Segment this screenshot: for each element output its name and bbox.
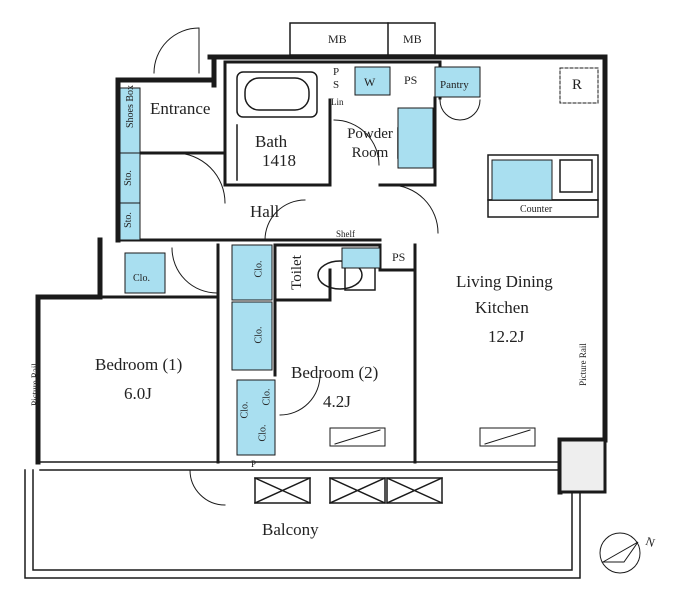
bedroom2-label: Bedroom (2) xyxy=(291,363,379,382)
living-label-2: Kitchen xyxy=(475,298,529,317)
balcony-label: Balcony xyxy=(262,520,319,539)
bath-tub xyxy=(236,71,318,181)
picture-rail-right-label: Picture Rail xyxy=(577,343,588,386)
clo-b-label: Clo. xyxy=(253,260,265,278)
inner-walls xyxy=(98,60,442,464)
entrance-label: Entrance xyxy=(150,99,211,118)
window-wall xyxy=(39,461,561,471)
w-label: W xyxy=(364,75,376,89)
powder-room-label: Powder Room xyxy=(347,126,393,161)
clo-e-label: Clo. xyxy=(239,401,251,419)
clo-c-label: Clo. xyxy=(253,326,265,344)
mb-left-label: MB xyxy=(328,32,347,46)
hall-label: Hall xyxy=(250,202,280,221)
refrigerator xyxy=(559,67,599,104)
counter-label: Counter xyxy=(520,204,553,215)
shoes-box-label: Shoes Box xyxy=(125,84,136,128)
sto-1-label: Sto. xyxy=(122,170,134,186)
sto-2-label: Sto. xyxy=(122,212,134,228)
bedroom1-size-label: 6.0J xyxy=(124,384,152,403)
clo-d-label: Clo. xyxy=(261,388,273,406)
p-label: P xyxy=(251,459,257,469)
ps-top-label: PS xyxy=(404,73,418,87)
toilet-label: Toilet xyxy=(288,255,305,290)
compass-icon xyxy=(599,532,641,574)
pantry-label: Pantry xyxy=(440,79,469,91)
column xyxy=(558,438,607,494)
ps-small-label: P S xyxy=(333,66,340,92)
ps-mid-label: PS xyxy=(392,250,406,264)
living-label-1: Living Dining xyxy=(456,272,553,291)
entrance-door xyxy=(153,27,200,74)
shelf-label: Shelf xyxy=(336,229,355,239)
ac-units xyxy=(254,477,443,504)
window-markers xyxy=(329,427,536,447)
mb-boxes xyxy=(289,22,436,56)
storage-fills xyxy=(119,66,553,456)
doors xyxy=(171,99,481,506)
balcony-outline xyxy=(24,469,581,579)
bedroom2-size-label: 4.2J xyxy=(323,392,351,411)
bath-size-label: 1418 xyxy=(262,151,296,170)
bedroom1-label: Bedroom (1) xyxy=(95,355,183,374)
mb-right-label: MB xyxy=(403,32,422,46)
picture-rail-left-label: Picture Rail xyxy=(29,363,40,406)
living-size-label: 12.2J xyxy=(488,327,525,346)
clo-f-label: Clo. xyxy=(257,424,269,442)
clo-a-label: Clo. xyxy=(133,273,150,284)
lin-label: Lin xyxy=(331,97,344,107)
north-arrow: N xyxy=(598,528,658,578)
r-label: R xyxy=(572,77,583,93)
bath-label: Bath xyxy=(255,132,288,151)
